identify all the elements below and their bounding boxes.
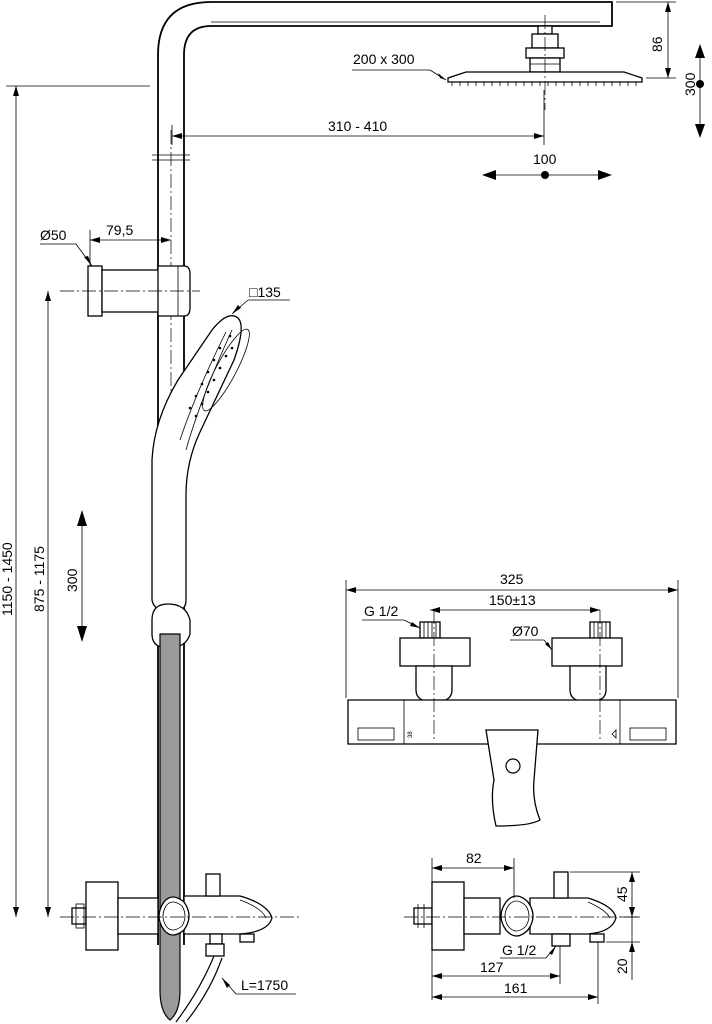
bath-mixer-side [71,873,273,957]
dim-bracket-dia: Ø50 [40,227,67,243]
dim-outlet-thread: G 1/2 [502,942,536,958]
hand-shower [151,315,250,613]
dim-side-bottom: 20 [614,958,630,974]
dim-side-depth: 82 [466,850,482,866]
dim-inlet-thread: G 1/2 [364,603,398,619]
dim-side-top: 45 [614,886,630,902]
dim-arm-reach: 310 - 410 [328,118,387,134]
dim-head-height: 86 [649,36,665,52]
dim-hose-length: L=1750 [241,977,288,993]
dim-head-drop: 300 [682,72,698,96]
temperature-mark: 38 [408,731,414,738]
dim-inlet-spacing: 150±13 [489,592,536,608]
dim-bracket-height: 875 - 1175 [31,546,47,612]
dim-head-offset: 100 [533,151,557,167]
shower-hose [159,633,181,1021]
bath-mixer-side-detail: 82 45 20 G 1/2 127 161 [404,850,640,1004]
dim-handshower-size: □135 [249,284,281,300]
head-connector [525,25,565,73]
riser-pipe [157,1,613,945]
dim-mixer-width: 325 [500,571,524,587]
dim-spout-reach-a: 127 [480,959,504,975]
dim-escutcheon-dia: Ø70 [512,623,539,639]
bath-mixer-front: 38 325 150±13 G 1/2 Ø70 [345,571,679,827]
dim-slide-travel: 300 [64,568,80,592]
dim-bracket-offset: 79,5 [106,222,133,238]
dim-spout-reach-b: 161 [504,980,528,996]
dim-total-height: 1150 - 1450 [0,542,15,616]
dim-head-size: 200 x 300 [353,51,415,67]
